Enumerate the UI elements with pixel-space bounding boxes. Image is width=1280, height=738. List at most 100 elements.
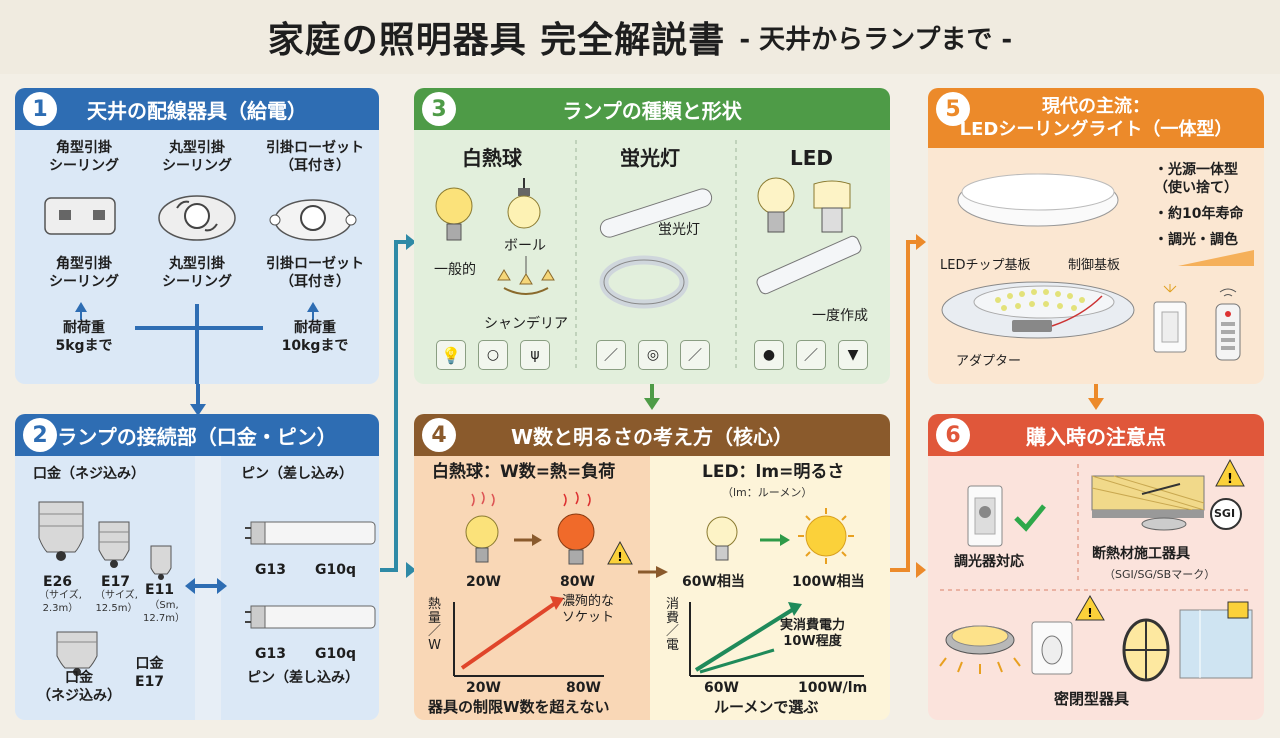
- g10q-label-2: G10q: [315, 646, 356, 662]
- section-1-header: 1 天井の配線器具（給電）: [15, 88, 379, 130]
- right-bottom-note: ルーメンで選ぶ: [714, 698, 819, 716]
- ceiling-light-icon: [957, 173, 1119, 227]
- warning-icon-2: !: [1215, 458, 1245, 487]
- col-incandescent: 白熱球: [462, 146, 522, 170]
- label-20w: 20W: [466, 574, 501, 590]
- label-80w: 80W: [560, 574, 595, 590]
- sun-icon: [798, 508, 854, 564]
- g13-label-1: G13: [255, 562, 286, 578]
- section-number: 6: [936, 418, 970, 452]
- bulkhead-light-icon: [1122, 618, 1170, 682]
- e17-bottom-label: 口金 E17: [135, 656, 165, 690]
- led-bulb-small-icon: ▼: [838, 340, 868, 370]
- base-column: [15, 456, 195, 720]
- e17-note: （サイズ, 12.5m）: [95, 590, 138, 614]
- remote-icon: [1215, 288, 1241, 361]
- base-title: 口金（ネジ込み）: [33, 466, 145, 482]
- bulb-80w-icon: [557, 491, 595, 565]
- section-5-header: 5 現代の主流： LEDシーリングライト（一体型）: [928, 88, 1264, 148]
- arrow-5-to-6: [1088, 384, 1104, 410]
- col-fluorescent: 蛍光灯: [620, 146, 680, 170]
- led-bulb-60w-icon: [706, 516, 738, 561]
- section-title: ランプの種類と形状: [562, 98, 742, 123]
- e26-label: E26: [43, 574, 73, 590]
- svg-text:!: !: [1227, 472, 1233, 487]
- right-x-tick-1: 60W: [704, 680, 739, 696]
- label-ball: ボール: [504, 238, 546, 254]
- section-ceiling-wiring: 1 天井の配線器具（給電） 角型引掛 シーリング 丸型引掛 シーリング 引掛ロー…: [15, 88, 379, 384]
- label-60w-equiv: 60W相当: [682, 574, 745, 590]
- label-dimmer: 調光器対応: [954, 554, 1024, 570]
- bulb-small-icon: 💡: [436, 340, 466, 370]
- warning-icon-1: !: [607, 540, 633, 565]
- section-number: 1: [23, 92, 57, 126]
- led-bulb-icon-1: [757, 177, 795, 233]
- pin-column: [221, 456, 379, 720]
- left-x-tick-2: 80W: [566, 680, 601, 696]
- straight-tube-icon: [599, 188, 713, 238]
- section-4-header: 4 W数と明るさの考え方（核心）: [414, 414, 890, 456]
- watt-lumen-illustration: !: [453, 491, 864, 677]
- pin-bottom-label: ピン（差し込み）: [247, 670, 359, 686]
- section-title: 現代の主流： LEDシーリングライト（一体型）: [959, 95, 1233, 140]
- tube-pin-icon-2: [245, 605, 376, 629]
- label-led-chip: LEDチップ基板: [940, 258, 1031, 273]
- incandescent-heading: 白熱球：W数=熱=負荷: [432, 462, 616, 482]
- label-socket-note: 濃殉的な ソケット: [562, 594, 615, 626]
- section-watt-brightness: 4 W数と明るさの考え方（核心） 白熱球：W数=熱=負荷 LED：lm=明るさ …: [414, 414, 890, 720]
- section-lamp-types: 3 ランプの種類と形状 白熱球 蛍光灯 LED: [414, 88, 890, 384]
- led-bulb-icon-2: [813, 180, 851, 233]
- label-power-note: 実消費電力 10W程度: [780, 618, 846, 650]
- e11-note: （Sm, 12.7m）: [143, 600, 186, 624]
- e17-label: E17: [101, 574, 131, 590]
- check-icon: [1014, 504, 1046, 532]
- ceiling-fixtures-illustration: [44, 195, 357, 384]
- tube-small-icon: ／: [596, 340, 626, 370]
- rosette-icon: [269, 199, 357, 241]
- small-base-icon: [56, 631, 98, 676]
- warning-icon-3: !: [1075, 595, 1105, 621]
- load-5kg: 耐荷重 5kgまで: [55, 320, 113, 354]
- dimmer-switch-icon: [967, 485, 1003, 547]
- e11-label: E11: [145, 582, 175, 598]
- label-rosette-top: 引掛ローゼット （耳付き）: [266, 140, 364, 174]
- label-100w-equiv: 100W相当: [792, 574, 865, 590]
- section-title: W数と明るさの考え方（核心）: [510, 424, 794, 449]
- section-title: 購入時の注意点: [1026, 424, 1166, 449]
- outlet-icon: [1031, 621, 1073, 675]
- label-square-ceiling-top: 角型引掛 シーリング: [49, 140, 119, 174]
- wall-switch-icon: [1153, 284, 1187, 353]
- double-arrow-icon: [185, 578, 227, 594]
- bullet-lifespan: ・約10年寿命: [1154, 206, 1244, 222]
- led-tube-small-icon: ／: [796, 340, 826, 370]
- section-title: ランプの接続部（口金・ピン）: [57, 424, 337, 449]
- arrow-3-to-4: [644, 384, 660, 410]
- bullet-integrated: ・光源一体型 （使い捨て）: [1154, 162, 1238, 196]
- section-lamp-connection: 2 ランプの接続部（口金・ピン） 口金（ネジ込み） ピン（差し込み）: [15, 414, 379, 720]
- title-bar: 家庭の照明器具 完全解説書 - 天井からランプまで -: [0, 0, 1280, 74]
- e11-base-icon: [150, 545, 172, 580]
- section-title: 天井の配線器具（給電）: [87, 98, 307, 123]
- label-round-ceiling-top: 丸型引掛 シーリング: [162, 140, 232, 174]
- lamp-types-illustration: [435, 140, 862, 368]
- section-6-header: 6 購入時の注意点: [928, 414, 1264, 456]
- section-led-ceiling: 5 現代の主流： LEDシーリングライト（一体型） ・光源一体型 （使い捨て） …: [928, 88, 1264, 384]
- led-heading: LED：lm=明るさ: [702, 462, 845, 482]
- chandelier-small-icon: ψ: [520, 340, 550, 370]
- left-x-tick-1: 20W: [466, 680, 501, 696]
- label-ichido: 一度作成: [812, 308, 868, 324]
- led-ceiling-illustration: [941, 173, 1254, 361]
- sgi-mark-icon: [1210, 498, 1242, 530]
- label-rosette-bottom: 引掛ローゼット （耳付き）: [266, 256, 364, 290]
- ball-small-icon: ○: [478, 340, 508, 370]
- tube-pin-icon-1: [245, 521, 376, 545]
- general-bulb-icon: [435, 187, 473, 241]
- base-pin-illustration: [38, 501, 376, 676]
- label-insulation-sub: （SGI/SG/SBマーク）: [1104, 568, 1216, 581]
- pin-title: ピン（差し込み）: [241, 466, 353, 482]
- section-number: 4: [422, 418, 456, 452]
- circular-tube-icon: [599, 255, 689, 309]
- section-number: 3: [422, 92, 456, 126]
- label-square-ceiling-bottom: 角型引掛 シーリング: [49, 256, 119, 290]
- section-purchase-notes: 6 購入時の注意点 !: [928, 414, 1264, 720]
